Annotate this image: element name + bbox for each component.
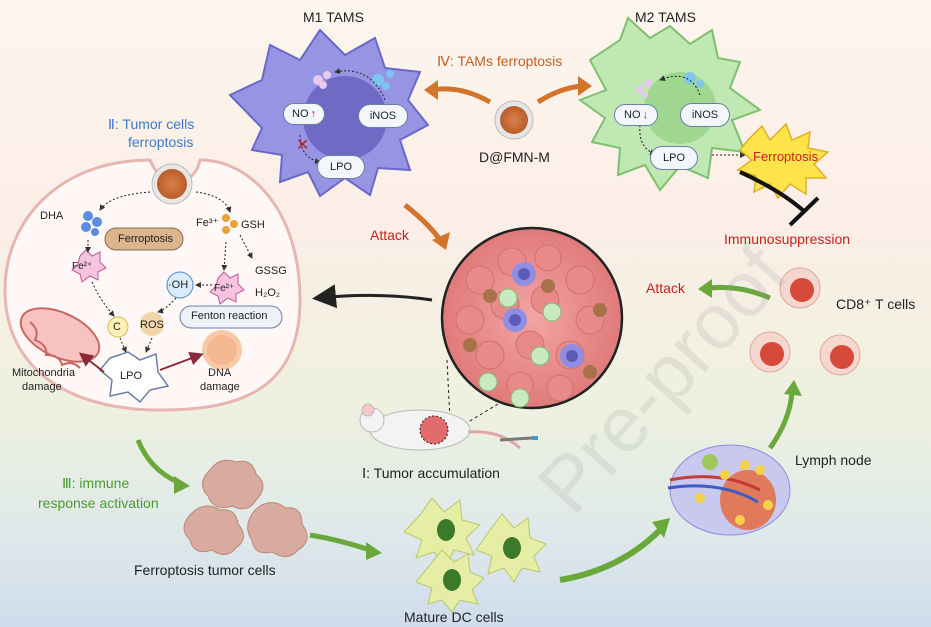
mouse	[359, 403, 538, 451]
dc-cells	[403, 497, 547, 613]
ros-label: ROS	[140, 319, 164, 331]
nanoparticle-label: D@FMN-M	[479, 149, 550, 165]
attack-top-label: Attack	[370, 227, 409, 243]
arrowhead-tcell	[784, 380, 802, 396]
inhibition-bar	[788, 196, 820, 227]
tumor-ferroptosis-title-1: Ⅱ: Tumor cells	[108, 116, 195, 132]
fe3-label: Fe³⁺	[196, 217, 219, 229]
fe2-left-label: Fe²⁺	[72, 261, 93, 272]
ferroptosis-box-label: Ferroptosis	[118, 233, 174, 245]
dha-label: DHA	[40, 210, 64, 222]
arrowhead-m1	[424, 80, 438, 100]
c-label: C	[113, 321, 121, 333]
lymph-label: Lymph node	[795, 452, 872, 468]
tumor-cell	[3, 158, 302, 412]
gssg-label: GSSG	[255, 265, 287, 277]
ferroptosis-star-label: Ferroptosis	[753, 149, 819, 164]
tumor-magnified	[440, 226, 624, 410]
m1-no-pill: NO↑	[283, 103, 325, 125]
lpo-inner-label: LPO	[120, 370, 143, 382]
arrow-to-m2	[536, 83, 583, 105]
immune-label-2: response activation	[38, 495, 159, 511]
mature-dc-label: Mature DC cells	[404, 609, 504, 625]
fe2-mid-label: Fe²⁺	[214, 283, 235, 294]
arrow-to-m1	[431, 86, 492, 105]
arrow-to-tcell	[767, 391, 795, 450]
zoom-line-2	[454, 403, 499, 431]
m2-lpo-label: LPO	[662, 152, 685, 164]
arrow-tumor-to-cell	[312, 284, 433, 309]
h2o2-label: H₂O₂	[255, 287, 281, 299]
arrow-to-dc	[309, 532, 371, 553]
m1-lpo-pill: LPO	[317, 155, 365, 179]
inhibition-line	[739, 170, 807, 214]
lymph-node	[667, 444, 791, 536]
arrowhead-m2	[578, 76, 592, 96]
arrowhead-lymph	[652, 518, 670, 538]
m2-no-label: NO	[624, 109, 641, 121]
tumor-ferroptosis-title-2: ferroptosis	[128, 134, 194, 150]
immunosuppression-label: Immunosuppression	[724, 231, 851, 247]
m1-inos-label: iNOS	[369, 110, 397, 122]
m1-no-label: NO	[292, 108, 309, 120]
mito-label-1: Mitochondria	[12, 367, 75, 379]
m2-no-pill: NO↓	[614, 104, 658, 126]
arrowhead-attack-right	[698, 279, 712, 298]
ferroptosis-tumor-cells	[183, 459, 308, 557]
arrowhead-immune	[174, 476, 190, 494]
m2-lpo-pill: LPO	[650, 146, 698, 170]
nanoparticle	[494, 100, 534, 140]
ferroptosis-tumor-cells-label: Ferroptosis tumor cells	[134, 562, 276, 578]
gsh-label: GSH	[241, 219, 265, 231]
m1-inos-pill: iNOS	[358, 104, 408, 128]
down-arrow-icon: ↓	[642, 109, 649, 121]
m1-lpo-label: LPO	[329, 161, 352, 173]
attack-right-label: Attack	[646, 280, 685, 296]
dna-label-1: DNA	[208, 367, 232, 379]
m2-inos-label: iNOS	[691, 109, 719, 121]
cd8-t-cells	[749, 267, 861, 376]
cd8-label: CD8⁺ T cells	[836, 296, 916, 312]
m1-tams-label: M1 TAMS	[303, 9, 364, 25]
m2-tams-label: M2 TAMS	[635, 9, 696, 25]
oh-label: ·OH	[168, 279, 189, 291]
cross-icon: ✕	[296, 137, 310, 154]
arrow-to-lymph	[559, 527, 663, 583]
zoom-line-1	[446, 359, 451, 421]
m2-inos-pill: iNOS	[680, 103, 730, 127]
immune-label-1: Ⅲ: immune	[62, 475, 130, 491]
fenton-label: Fenton reaction	[191, 310, 268, 322]
arrowhead-attack	[432, 232, 450, 250]
arrow-attack-right	[709, 285, 771, 301]
arrowhead-dc	[366, 542, 382, 560]
dna-label-2: damage	[200, 381, 240, 393]
m1-macrophage	[228, 28, 430, 198]
up-arrow-icon: ↑	[310, 108, 317, 120]
tumor-accumulation-label: Ⅰ: Tumor accumulation	[362, 465, 500, 481]
mito-label-2: damage	[22, 381, 62, 393]
arrow-immune	[135, 439, 180, 485]
tams-ferroptosis-label: Ⅳ: TAMs ferroptosis	[437, 53, 563, 69]
arrow-attack	[403, 203, 443, 242]
